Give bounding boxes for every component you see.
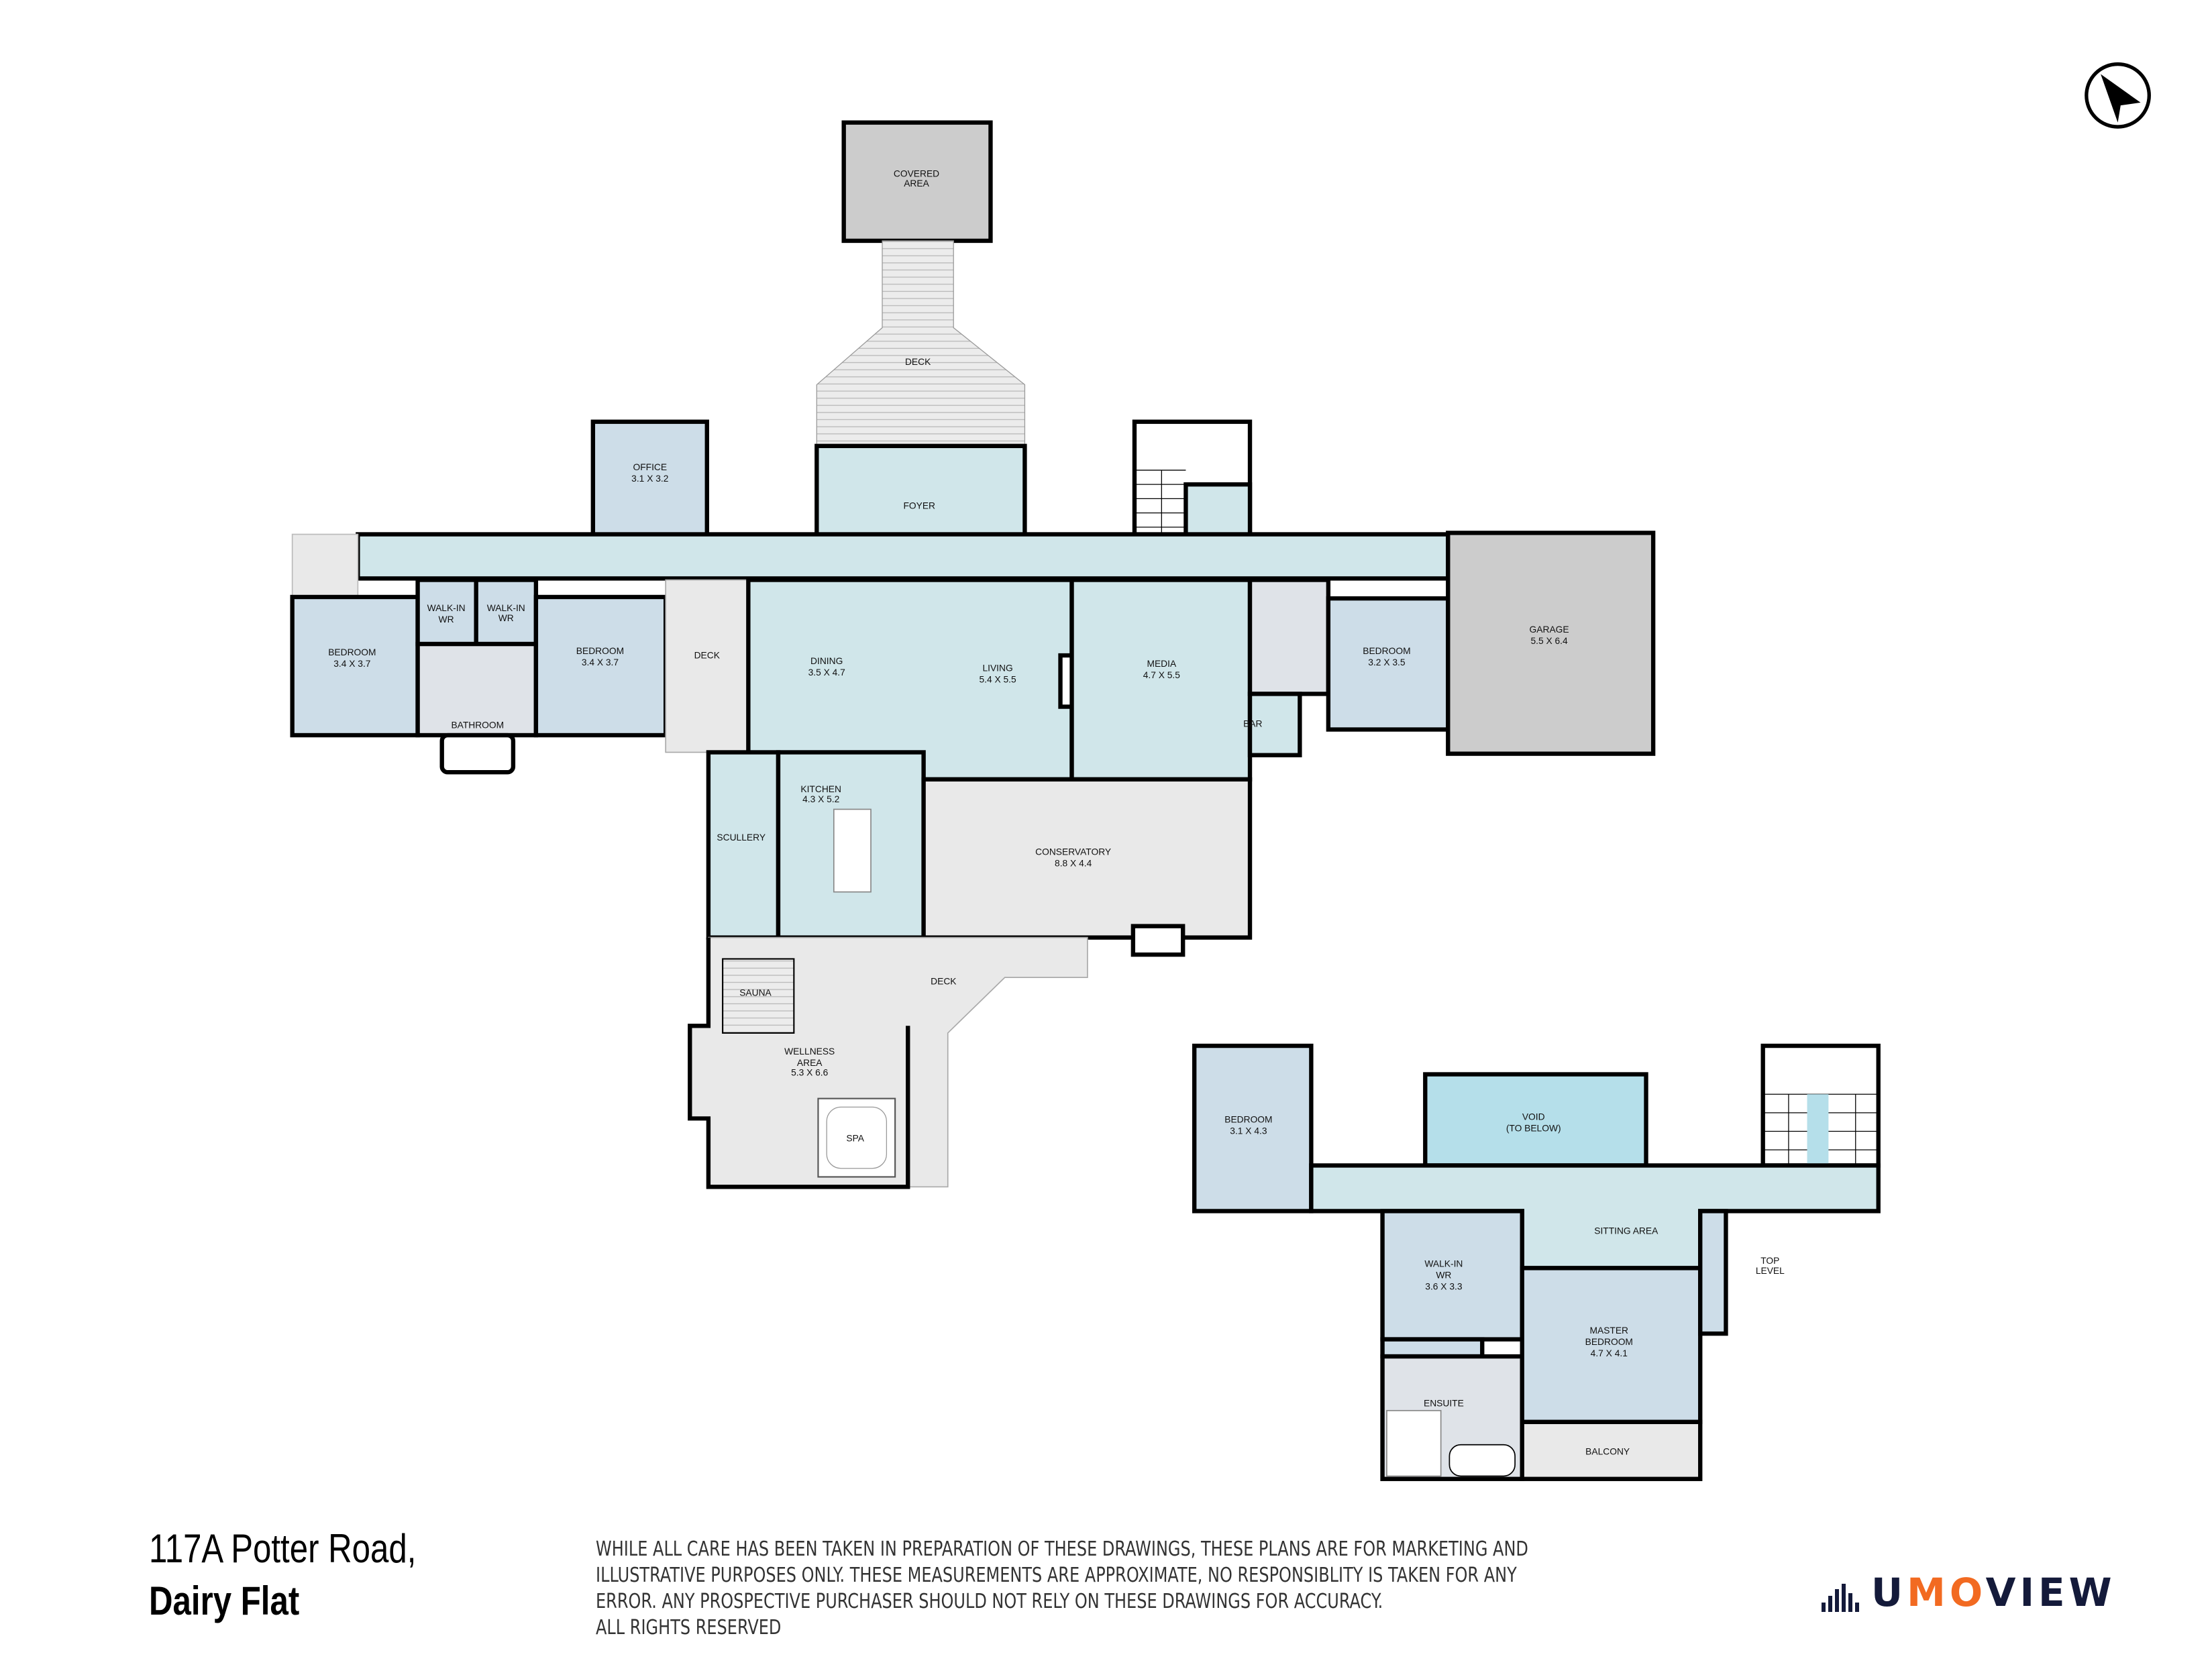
room-bedroom-2 [533, 594, 668, 738]
label-bedroom-1: BEDROOM [328, 647, 376, 657]
label-sauna: SAUNA [739, 988, 772, 998]
bathtub-icon-upper [1449, 1444, 1516, 1477]
label-sitting-area: SITTING AREA [1594, 1226, 1658, 1236]
logo-view: VIEW [1985, 1570, 2116, 1615]
stairs-icon-upper [1764, 1093, 1879, 1166]
label-wir-2b: WR [498, 613, 514, 623]
label-top-level: TOP [1760, 1256, 1779, 1266]
label-wellness-2: AREA [797, 1058, 823, 1068]
room-deck-top [816, 240, 1026, 447]
bathtub-icon [439, 733, 516, 775]
disclaimer-line: ERROR. ANY PROSPECTIVE PURCHASER SHOULD … [596, 1590, 1383, 1613]
label-kitchen-size: 4.3 X 5.2 [802, 794, 839, 804]
label-deck-left: DECK [694, 650, 721, 660]
label-scullery: SCULLERY [717, 832, 766, 843]
label-wir-2: WALK-IN [487, 603, 525, 613]
label-master-size: 4.7 X 4.1 [1591, 1348, 1628, 1358]
property-address: 117A Potter Road, Dairy Flat [149, 1523, 416, 1627]
label-upper-wir-size: 3.6 X 3.3 [1425, 1281, 1463, 1291]
label-ensuite: ENSUITE [1424, 1398, 1464, 1408]
room-balcony [1520, 1419, 1703, 1481]
room-garage [1446, 531, 1656, 756]
top-level: BEDROOM 3.1 X 4.3 VOID (TO BELOW) SITTIN… [1192, 1043, 1881, 1481]
label-living: LIVING [982, 663, 1012, 673]
label-void: VOID [1522, 1112, 1545, 1122]
label-office: OFFICE [633, 462, 668, 472]
label-conservatory: CONSERVATORY [1035, 847, 1111, 857]
side-pad [291, 533, 359, 598]
room-master-bedroom [1520, 1266, 1703, 1424]
label-kitchen: KITCHEN [800, 784, 841, 794]
closet-right [1698, 1209, 1728, 1336]
label-foyer: FOYER [903, 500, 935, 510]
label-balcony: BALCONY [1585, 1447, 1630, 1457]
shower-icon [1386, 1409, 1442, 1477]
room-dining-living [746, 578, 1074, 782]
label-media-size: 4.7 X 5.5 [1143, 670, 1181, 680]
label-upper-wir-2: WR [1436, 1270, 1451, 1280]
label-upper-wir: WALK-IN [1424, 1258, 1463, 1268]
disclaimer-line: ILLUSTRATIVE PURPOSES ONLY. THESE MEASUR… [596, 1564, 1517, 1587]
label-garage: GARAGE [1530, 625, 1569, 635]
umoview-bars-icon [1822, 1584, 1859, 1612]
hallway [356, 532, 1451, 581]
room-deck-left [665, 579, 749, 753]
ground-floor: COVERED AREA DECK FOYER OFFICE 3.1 X 3.2… [290, 120, 1656, 1189]
room-upper-bedroom [1192, 1043, 1314, 1213]
label-master-2: BEDROOM [1585, 1337, 1633, 1347]
label-bedroom-3: BEDROOM [1363, 646, 1410, 656]
label-spa: SPA [846, 1133, 864, 1143]
north-arrow-icon [2085, 62, 2151, 129]
label-top-level-2: LEVEL [1756, 1266, 1785, 1276]
label-covered: COVERED [894, 168, 939, 178]
upper-corridor [1380, 1337, 1485, 1359]
label-covered-2: AREA [904, 178, 929, 188]
room-media [1069, 578, 1253, 782]
logo-mo: MO [1907, 1570, 1986, 1615]
room-bar [1247, 692, 1302, 757]
umoview-logo: UMOVIEW [1822, 1573, 2116, 1612]
label-wellness: WELLNESS [784, 1046, 835, 1057]
label-deck-top: DECK [905, 357, 931, 367]
room-bathroom-2 [1247, 578, 1331, 696]
label-bedroom-2: BEDROOM [576, 646, 624, 656]
room-scullery [706, 750, 781, 940]
room-upper-wir [1380, 1209, 1524, 1342]
label-conservatory-size: 8.8 X 4.4 [1055, 858, 1092, 868]
room-bedroom-3 [1326, 596, 1451, 732]
label-living-size: 5.4 X 5.5 [979, 674, 1016, 684]
room-bedroom-1 [290, 594, 420, 738]
spa-basin [826, 1106, 888, 1169]
label-bathroom: BATHROOM [451, 720, 504, 730]
disclaimer-line: ALL RIGHTS RESERVED [596, 1616, 782, 1639]
address-line-1: 117A Potter Road, [149, 1526, 417, 1571]
label-upper-bedroom: BEDROOM [1224, 1115, 1272, 1125]
label-bar: BAR [1243, 718, 1262, 728]
label-garage-size: 5.5 X 6.4 [1530, 636, 1568, 646]
sauna-icon [722, 958, 795, 1034]
label-bedroom-1-size: 3.4 X 3.7 [333, 659, 370, 669]
label-dining-size: 3.5 X 4.7 [808, 667, 845, 678]
fireplace-icon-2 [1130, 924, 1186, 957]
label-master: MASTER [1590, 1326, 1629, 1336]
label-office-size: 3.1 X 3.2 [631, 474, 668, 484]
label-dining: DINING [810, 656, 843, 666]
label-wir-1: WALK-IN [427, 603, 466, 613]
room-foyer [814, 443, 1027, 538]
label-upper-bedroom-size: 3.1 X 4.3 [1230, 1126, 1267, 1136]
label-media: MEDIA [1147, 659, 1176, 669]
label-bedroom-3-size: 3.2 X 3.5 [1368, 657, 1406, 667]
label-wir-1b: WR [439, 614, 454, 625]
label-bedroom-2-size: 3.4 X 3.7 [582, 657, 619, 667]
logo-u: U [1871, 1570, 1907, 1615]
label-void-2: (TO BELOW) [1506, 1123, 1561, 1133]
kitchen-island [833, 808, 872, 893]
disclaimer-line: WHILE ALL CARE HAS BEEN TAKEN IN PREPARA… [596, 1537, 1528, 1561]
address-line-2: Dairy Flat [149, 1578, 300, 1623]
label-wellness-size: 5.3 X 6.6 [791, 1068, 829, 1078]
disclaimer: WHILE ALL CARE HAS BEEN TAKEN IN PREPARA… [596, 1536, 1528, 1641]
label-deck-bottom: DECK [931, 977, 957, 987]
